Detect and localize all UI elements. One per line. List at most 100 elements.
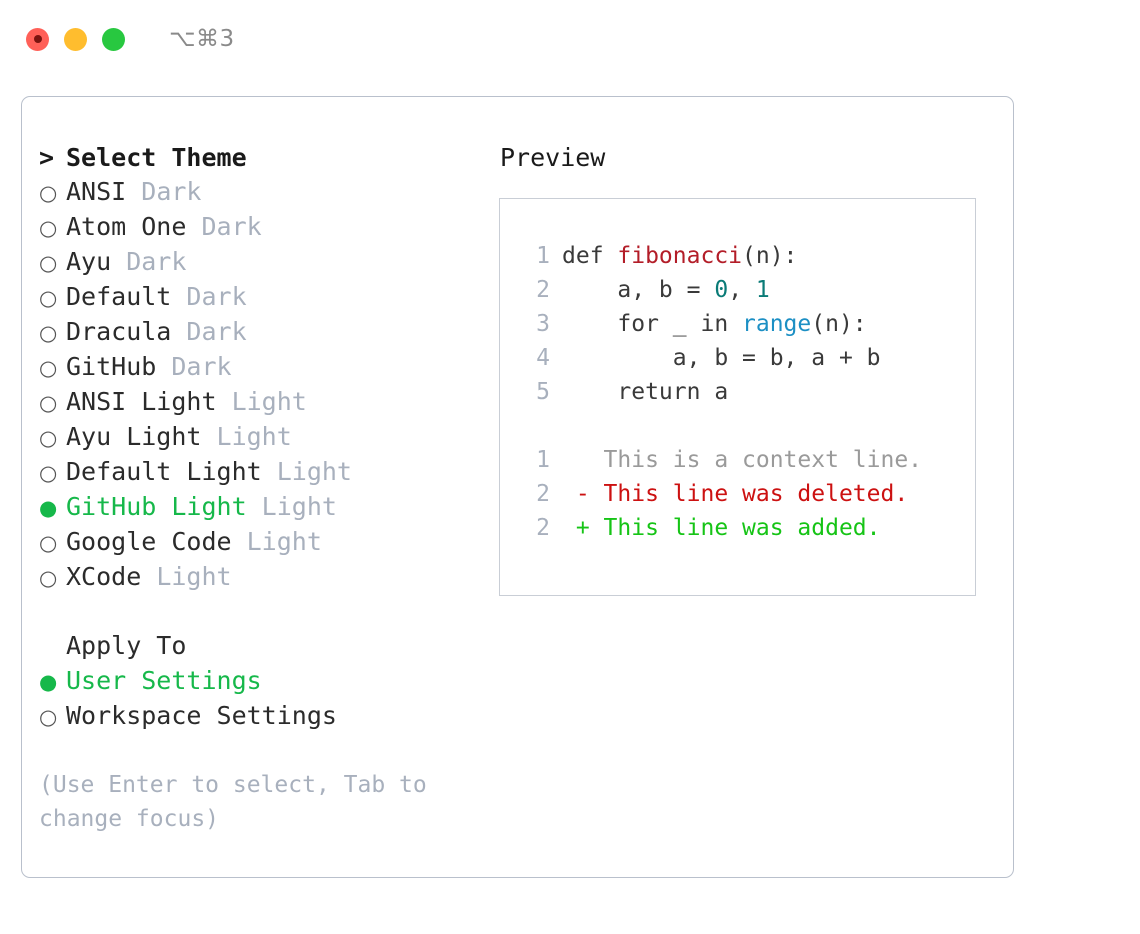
apply-to-label: Apply To — [66, 631, 187, 660]
apply-to-option-user-settings[interactable]: ● User Settings — [39, 664, 499, 699]
theme-option-dracula[interactable]: ○Dracula Dark — [39, 315, 499, 350]
code-token-plain: for _ in — [562, 311, 743, 337]
maximize-button[interactable] — [102, 27, 125, 51]
keyboard-hint: (Use Enter to select, Tab to change focu… — [39, 772, 441, 832]
theme-option-xcode[interactable]: ○ XCode Light — [39, 560, 499, 595]
theme-option-label: Default Light — [66, 457, 262, 486]
title-bar: ⌥⌘3 — [0, 0, 1140, 78]
theme-option-category: Dark — [126, 177, 202, 206]
radio-unselected-icon: ○ — [39, 531, 58, 555]
code-line-text: return a — [562, 375, 728, 409]
line-number: 5 — [536, 379, 550, 405]
line-number: 2 — [536, 481, 550, 507]
theme-option-atom-one[interactable]: ○Atom One Dark — [39, 210, 499, 245]
code-line: 5 return a — [520, 375, 975, 409]
theme-option-ayu-light[interactable]: ○ Ayu Light Light — [39, 420, 499, 455]
apply-to-option-workspace-settings[interactable]: ○ Workspace Settings — [39, 699, 499, 734]
line-number: 2 — [536, 277, 550, 303]
radio-selected-icon: ● — [39, 670, 58, 694]
radio-unselected-icon: ○ — [39, 705, 58, 729]
theme-option-label: GitHub — [66, 352, 157, 381]
close-icon — [33, 35, 42, 43]
theme-option-ayu[interactable]: ○ Ayu Dark — [39, 245, 499, 280]
diff-line-text: + This line was added. — [562, 515, 881, 541]
code-line-text: def fibonacci(n): — [562, 239, 797, 273]
diff-sample: 1 This is a context line.2 - This line w… — [520, 443, 975, 545]
minimize-button[interactable] — [64, 27, 87, 51]
theme-option-category: Dark — [156, 352, 232, 381]
apply-to-spacer: ○ — [39, 630, 66, 664]
code-line: 2 a, b = 0, 1 — [520, 273, 975, 307]
code-token-plain: return a — [562, 379, 729, 405]
code-token-plain: , — [728, 277, 756, 303]
theme-option-label: ANSI Light — [66, 387, 217, 416]
radio-unselected-icon: ○ — [39, 461, 58, 485]
page-title: > Select Theme — [39, 141, 499, 175]
theme-option-category: Dark — [186, 212, 262, 241]
theme-option-label: Ayu Light — [66, 422, 202, 451]
page-title-label: Select Theme — [66, 143, 247, 172]
radio-unselected-icon: ○ — [39, 426, 58, 450]
theme-option-category: Light — [246, 492, 337, 521]
main-panel: > Select Theme ○ANSI Dark○Atom One Dark○… — [21, 96, 1014, 878]
theme-option-label: Dracula — [66, 317, 172, 346]
code-line-text: a, b = b, a + b — [562, 341, 881, 375]
radio-unselected-icon: ○ — [39, 356, 58, 380]
code-token-num: 0 — [714, 277, 729, 303]
code-token-fn: fibonacci — [617, 243, 743, 269]
theme-option-category: Light — [201, 422, 292, 451]
theme-picker-column: > Select Theme ○ANSI Dark○Atom One Dark○… — [39, 141, 499, 836]
theme-option-label: XCode — [66, 562, 142, 591]
line-number: 2 — [536, 515, 550, 541]
line-number: 4 — [536, 345, 550, 371]
radio-unselected-icon: ○ — [39, 251, 58, 275]
close-button[interactable] — [26, 27, 49, 51]
apply-to-heading: ○ Apply To — [39, 629, 499, 664]
keyboard-shortcut-label: ⌥⌘3 — [169, 26, 235, 52]
theme-option-list: ○ANSI Dark○Atom One Dark○Ayu Dark○Defaul… — [39, 175, 499, 595]
code-token-call: range — [742, 311, 812, 337]
theme-option-ansi-light[interactable]: ○ ANSI Light Light — [39, 385, 499, 420]
theme-option-category: Light — [141, 562, 232, 591]
theme-option-category: Light — [261, 457, 352, 486]
caret-icon: > — [39, 143, 55, 172]
code-line-text: for _ in range(n): — [562, 307, 867, 341]
diff-line: 1 This is a context line. — [520, 443, 975, 477]
code-line: 3 for _ in range(n): — [520, 307, 975, 341]
diff-line-text: - This line was deleted. — [562, 481, 909, 507]
diff-line-text: This is a context line. — [562, 447, 923, 473]
theme-option-category: Dark — [111, 247, 187, 276]
code-line: 4 a, b = b, a + b — [520, 341, 975, 375]
radio-unselected-icon: ○ — [39, 391, 58, 415]
line-number: 1 — [536, 447, 550, 473]
code-token-plain: (n): — [742, 243, 798, 269]
window-controls — [26, 27, 125, 51]
theme-option-category: Light — [231, 527, 322, 556]
apply-to-option-list: ● User Settings ○ Workspace Settings — [39, 664, 499, 734]
theme-option-github[interactable]: ○ GitHub Dark — [39, 350, 499, 385]
theme-option-label: Ayu — [66, 247, 112, 276]
theme-option-default[interactable]: ○Default Dark — [39, 280, 499, 315]
radio-unselected-icon: ○ — [39, 566, 58, 590]
theme-option-category: Light — [216, 387, 307, 416]
theme-option-ansi[interactable]: ○ANSI Dark — [39, 175, 499, 210]
apply-to-option-label: User Settings — [66, 666, 262, 695]
line-number: 3 — [536, 311, 550, 337]
theme-option-github-light[interactable]: ●GitHub Light Light — [39, 490, 499, 525]
diff-line: 2 + This line was added. — [520, 511, 975, 545]
theme-option-google-code[interactable]: ○Google Code Light — [39, 525, 499, 560]
theme-option-label: GitHub Light — [66, 492, 247, 521]
theme-option-label: ANSI — [66, 177, 127, 206]
theme-option-default-light[interactable]: ○ Default Light Light — [39, 455, 499, 490]
diff-line: 2 - This line was deleted. — [520, 477, 975, 511]
code-token-plain: (n): — [811, 311, 867, 337]
code-token-num: 1 — [755, 277, 770, 303]
theme-option-label: Default — [66, 282, 172, 311]
radio-unselected-icon: ○ — [39, 216, 58, 240]
code-token-plain: def — [562, 243, 618, 269]
apply-to-option-label: Workspace Settings — [66, 701, 337, 730]
